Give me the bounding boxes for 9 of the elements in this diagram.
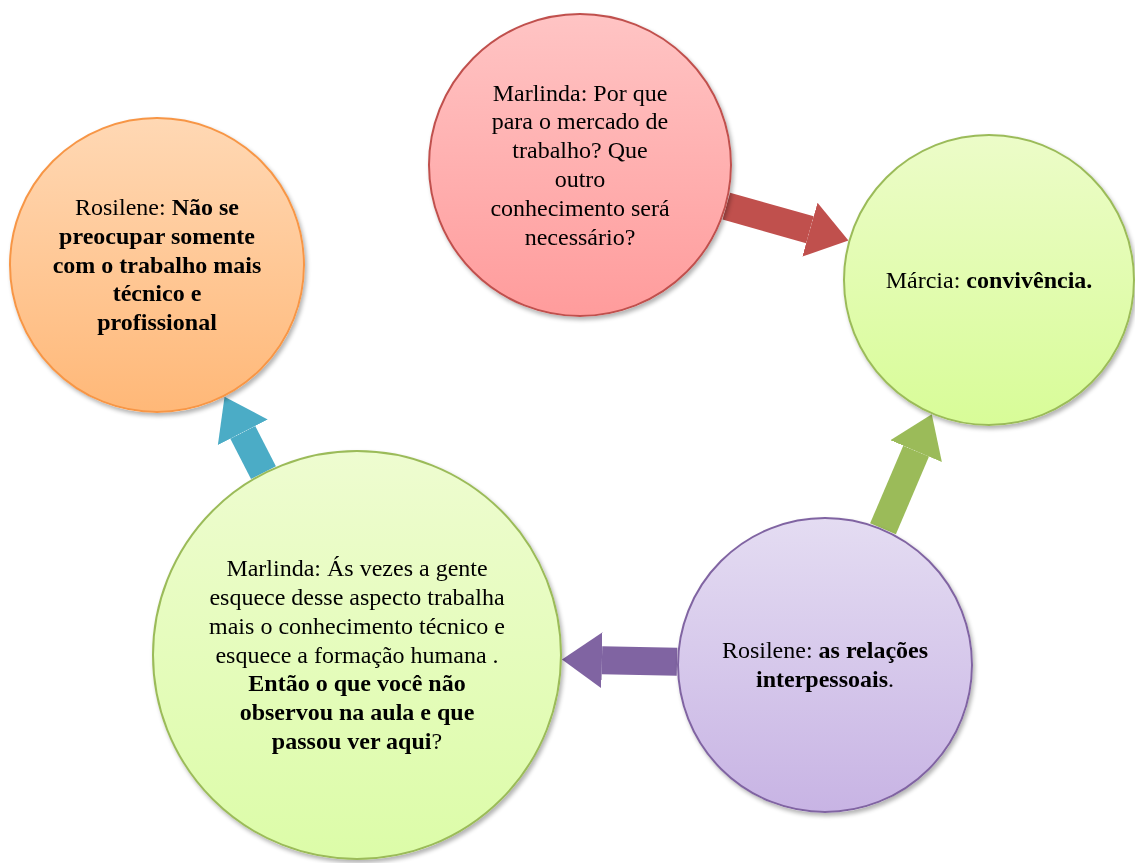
block-arrow bbox=[870, 414, 942, 535]
block-arrow bbox=[722, 192, 849, 257]
block-arrow bbox=[561, 632, 678, 689]
node-text: Marlinda: Ás vezes a gente esquece desse aspecto trabalha mais o conhecimento técnico e esquece a formação humana . Então o que você não observou na aula e que passou ver aqui? bbox=[208, 554, 506, 756]
node-text: Rosilene: Não se preocupar somente com o trabalho mais técnico e profissional bbox=[51, 193, 263, 337]
node-text: Rosilene: as relações interpessoais. bbox=[720, 636, 930, 694]
block-arrow bbox=[217, 396, 276, 479]
node-text: Marlinda: Por que para o mercado de trabalho? Que outro conhecimento será necessário? bbox=[489, 78, 671, 252]
node-text: Márcia: convivência. bbox=[885, 265, 1093, 295]
